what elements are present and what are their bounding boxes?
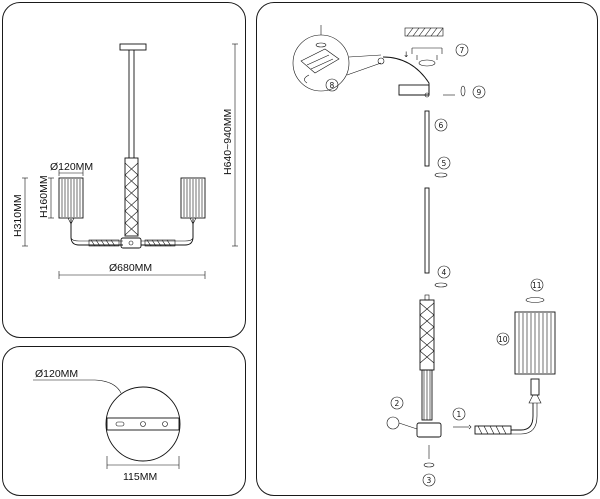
right-shade (180, 177, 206, 219)
svg-text:↓: ↓ (403, 50, 409, 59)
step-2: 2 (395, 399, 400, 408)
arm-curve (511, 403, 534, 431)
hub (416, 422, 442, 438)
hub (120, 237, 142, 249)
rod-5 (424, 187, 430, 274)
total-height-low-label: H310MM (12, 194, 24, 237)
step-11: 11 (532, 281, 542, 290)
span-label: Ø680MM (109, 262, 152, 274)
shade (514, 311, 556, 375)
canopy-detail-drawing: Ø120MM 115MM (33, 368, 181, 483)
hole-spacing-label: 115MM (123, 471, 157, 483)
canopy (119, 43, 147, 51)
canopy-diameter-label: Ø120MM (35, 368, 78, 380)
rod-6 (424, 110, 430, 167)
overview-panel: Ø120MM H160MM H310MM H640~940MM Ø680MM (2, 2, 246, 338)
shade-height-label: H160MM (38, 175, 50, 218)
center-body (124, 157, 139, 237)
step-10: 10 (498, 335, 508, 344)
center-body (419, 299, 435, 371)
step-6: 6 (439, 121, 444, 130)
step-7: 7 (460, 46, 465, 55)
ceiling (404, 27, 444, 37)
mounting-bar (106, 417, 180, 431)
step-4: 4 (442, 268, 447, 277)
left-shade (58, 177, 84, 219)
canopy-detail-panel: Ø120MM 115MM (2, 346, 246, 496)
canopy-body (382, 56, 430, 96)
step-1: 1 (457, 410, 462, 419)
total-height-range-label: H640~940MM (222, 109, 234, 175)
step-5: 5 (442, 159, 447, 168)
step-markers: 1 2 3 4 5 6 7 8 9 10 11 (325, 43, 544, 487)
step-9: 9 (477, 88, 482, 97)
overview-drawing: Ø120MM H160MM H310MM H640~940MM Ø680MM (12, 43, 238, 279)
assembly-drawing: ↓ 1 2 3 4 5 6 7 (292, 25, 556, 487)
assembly-panel: ↓ 1 2 3 4 5 6 7 (256, 2, 598, 496)
canopy-plate (105, 386, 181, 462)
step-3: 3 (427, 476, 432, 485)
shade-diameter-label: Ø120MM (50, 161, 93, 173)
step-8: 8 (330, 81, 335, 90)
wire-detail-bubble (292, 34, 350, 92)
